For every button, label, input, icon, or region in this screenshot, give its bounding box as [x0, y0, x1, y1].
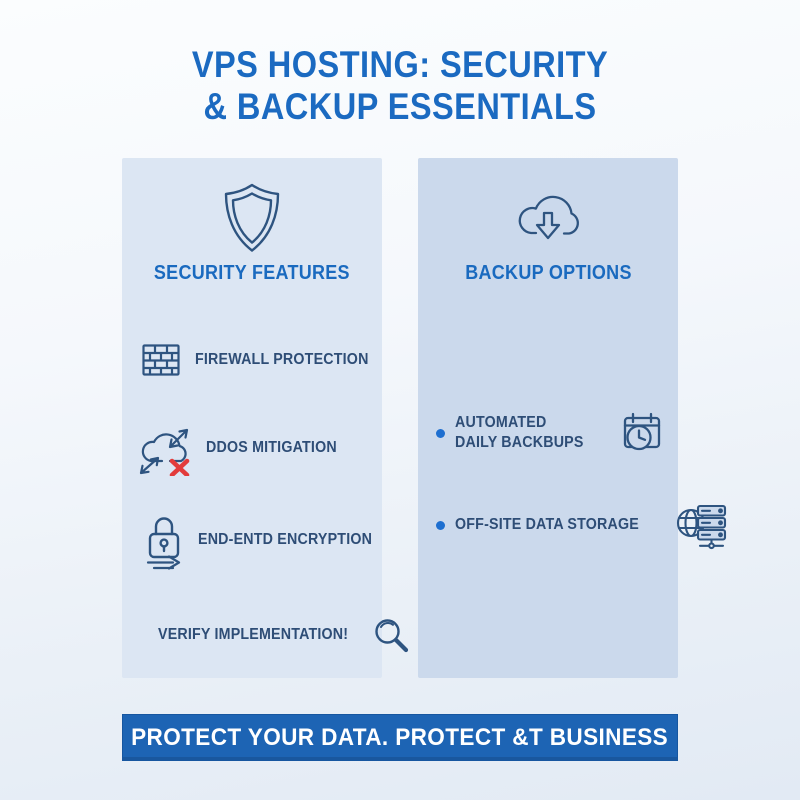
magnifier-icon	[373, 617, 409, 653]
bullet-dot	[436, 428, 445, 438]
page-title: VPS HOSTING: SECURITY & BACKUP ESSENTIAL…	[0, 44, 800, 128]
security-card-header: SECURITY FEATURES	[122, 262, 382, 285]
backup-options-card: BACKUP OPTIONS AUTOMATED DAILY BACKBUPS …	[418, 158, 727, 678]
page-title-line-2: & BACKUP ESSENTIALS	[203, 86, 597, 127]
security-card-header-label: SECURITY FEATURES	[154, 262, 350, 284]
list-item-firewall: FIREWALL PROTECTION	[142, 344, 384, 376]
bullet-dot	[436, 520, 445, 530]
firewall-icon	[142, 344, 180, 376]
security-features-card: SECURITY FEATURES FIREWALL PROTECTION	[122, 158, 408, 678]
cloud-download-icon	[418, 182, 678, 242]
list-item-label: DDOS MITIGATION	[206, 438, 337, 456]
encryption-lock-icon	[144, 510, 184, 570]
list-item-label: AUTOMATED DAILY BACKBUPS	[455, 413, 584, 451]
footer-banner-text: PROTECT YOUR DATA. PROTECT &T BUSINESS	[131, 723, 669, 751]
backup-card-header: BACKUP OPTIONS	[418, 262, 678, 285]
list-item-label: OFF-SITE DATA STORAGE	[455, 515, 639, 533]
ddos-cloud-icon	[136, 420, 194, 476]
footer-banner: PROTECT YOUR DATA. PROTECT &T BUSINESS	[122, 714, 678, 761]
backup-card-header-label: BACKUP OPTIONS	[464, 262, 632, 284]
list-item-daily-backups: AUTOMATED DAILY BACKBUPS	[436, 410, 664, 456]
page-title-line-1: VPS HOSTING: SECURITY	[191, 44, 609, 85]
shield-icon	[122, 182, 382, 254]
list-item-offsite-storage: OFF-SITE DATA STORAGE	[436, 500, 727, 550]
list-item-verify: VERIFY IMPLEMENTATION!	[158, 617, 409, 653]
list-item-encryption: END-ENTD ENCRYPTION	[144, 510, 387, 570]
list-item-label: FIREWALL PROTECTION	[195, 350, 369, 368]
content-columns: SECURITY FEATURES FIREWALL PROTECTION	[122, 158, 727, 678]
list-item-label: END-ENTD ENCRYPTION	[198, 530, 373, 548]
list-item-ddos: DDOS MITIGATION	[136, 420, 348, 476]
server-globe-icon	[675, 500, 729, 550]
calendar-clock-icon	[618, 410, 664, 456]
list-item-label: VERIFY IMPLEMENTATION!	[158, 625, 349, 643]
